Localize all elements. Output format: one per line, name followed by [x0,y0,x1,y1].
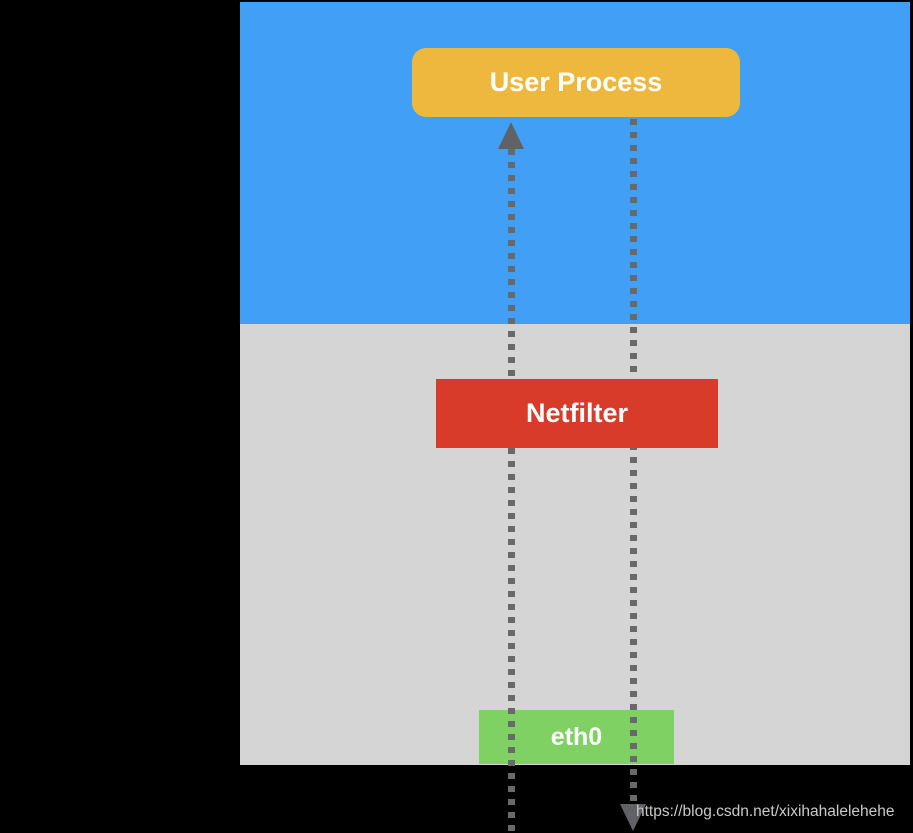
netfilter-label: Netfilter [525,398,628,428]
user-process-label: User Process [489,67,663,97]
eth0-label: eth0 [550,722,603,751]
up-arrow-icon [498,122,524,149]
down-arrow-icon [620,804,646,831]
netfilter-node: Netfilter [436,379,718,448]
user-process-node: User Process [412,48,740,117]
watermark-url: https://blog.csdn.net/xixihahalelehehe [636,803,895,820]
inbound-packet-flow-line [508,149,515,833]
outbound-packet-flow-line [630,119,637,804]
